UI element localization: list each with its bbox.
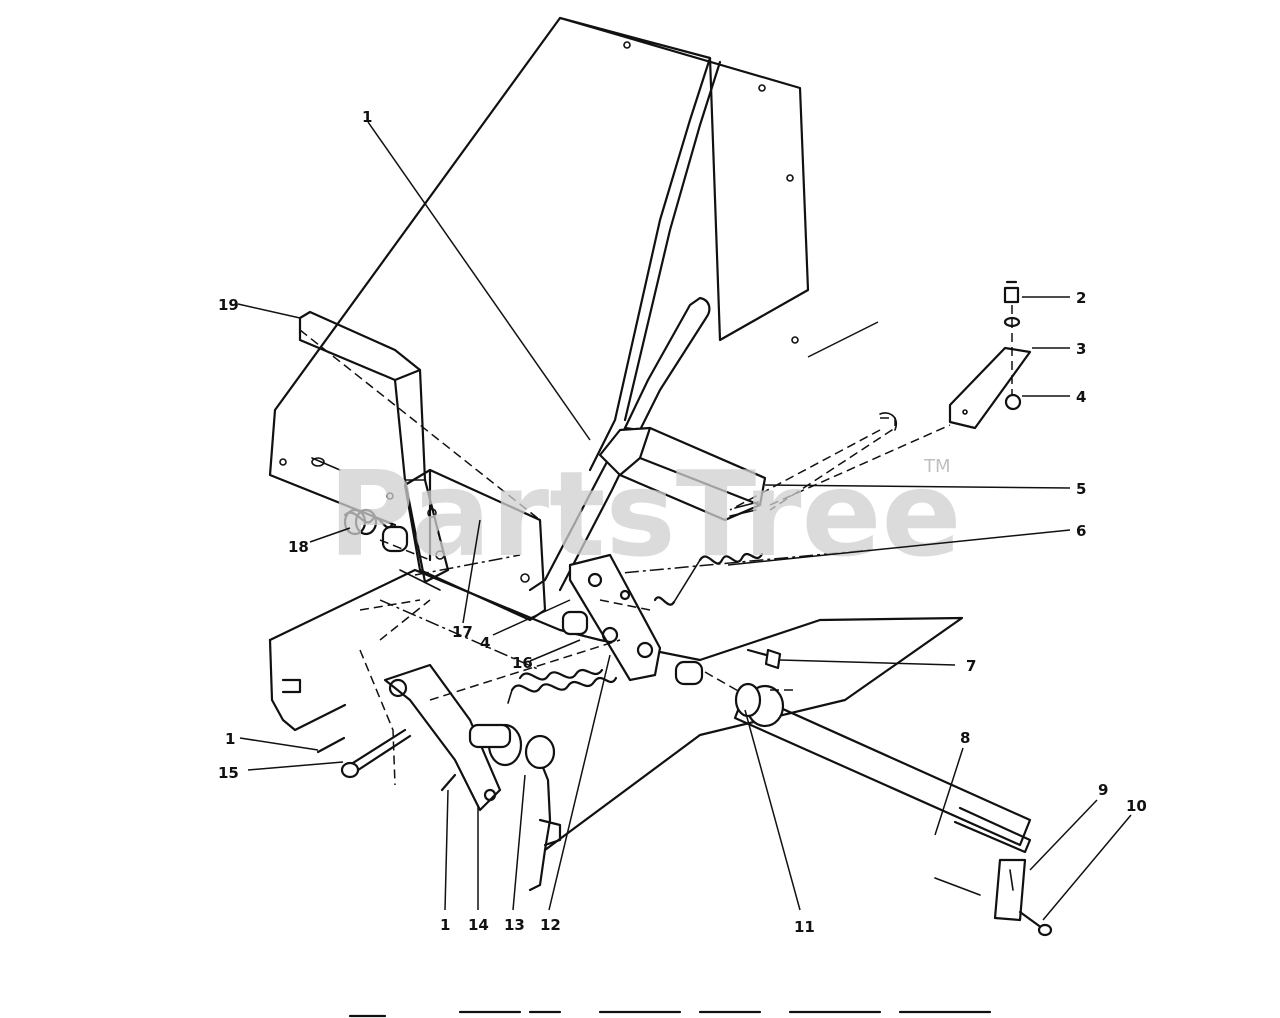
callout-2: 2 (1076, 289, 1086, 307)
callout-4-right: 4 (1076, 388, 1086, 406)
callout-19: 19 (218, 296, 239, 314)
left-bracket (298, 310, 450, 584)
callout-18: 18 (288, 538, 309, 556)
spring-16 (507, 668, 618, 704)
bushing-4 (561, 610, 589, 636)
base-frame (268, 549, 964, 892)
callout-8: 8 (960, 729, 970, 747)
callout-1-bottom: 1 (440, 916, 450, 934)
middle-plate (403, 468, 547, 622)
dashed-line-b (379, 539, 431, 561)
callout-6: 6 (1076, 522, 1086, 540)
spring-18 (311, 457, 409, 553)
shaft-8 (674, 660, 1032, 854)
callout-10: 10 (1126, 797, 1147, 815)
callout-13: 13 (504, 916, 525, 934)
callout-16: 16 (512, 654, 533, 672)
cotter-pin-left (316, 736, 346, 754)
callout-1-left: 1 (225, 730, 235, 748)
dashed-line-a (299, 329, 541, 521)
pin-15 (340, 728, 412, 779)
rod-hook (769, 417, 896, 511)
handle-grip (598, 426, 767, 522)
callout-9: 9 (1098, 781, 1108, 799)
link-plate (383, 663, 556, 812)
dashed-line-h (729, 429, 881, 511)
cotter-pin-bottom (440, 773, 457, 792)
watermark-text: PartsTree (328, 445, 962, 583)
bolt-7 (746, 648, 782, 670)
dashed-line-c (379, 599, 431, 641)
dashed-line-d (359, 649, 396, 786)
callout-labels: 1 19 2 3 4 5 6 18 17 4 16 7 1 15 8 9 10 … (218, 108, 1147, 936)
leader-lines (237, 121, 1132, 921)
dashed-line-e (429, 639, 621, 701)
dashed-line-f (599, 599, 651, 611)
callout-15: 15 (218, 764, 239, 782)
dashed-line-g (769, 424, 951, 506)
spring-6 (653, 552, 764, 606)
dashed-line-j (359, 599, 421, 611)
callout-5: 5 (1076, 480, 1086, 498)
callout-1-top: 1 (362, 108, 372, 126)
callout-4-mid: 4 (480, 634, 490, 652)
clip-9 (934, 858, 1053, 937)
pivot-plate (568, 553, 662, 682)
callout-11: 11 (794, 918, 815, 936)
callout-3: 3 (1076, 340, 1086, 358)
callout-12: 12 (540, 916, 561, 934)
small-bracket (948, 280, 1032, 430)
watermark-tm: TM (923, 456, 951, 477)
callout-17: 17 (452, 623, 473, 641)
cut-off-title-fragment (348, 1010, 992, 1018)
callout-7: 7 (966, 657, 976, 675)
callout-14: 14 (468, 916, 489, 934)
rod-hook-end (879, 412, 898, 431)
panel-plate (268, 16, 879, 527)
